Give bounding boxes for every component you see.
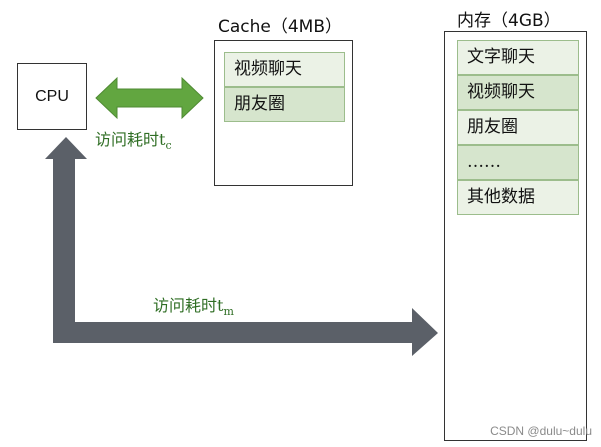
cpu-memory-arrow xyxy=(45,137,438,356)
cpu-cache-arrow xyxy=(95,76,204,120)
cache-access-time-text: 访问耗时t xyxy=(95,130,166,149)
cache-item-video-chat: 视频聊天 xyxy=(224,52,345,87)
memory-access-time-label: 访问耗时tm xyxy=(153,292,234,318)
cpu-label: CPU xyxy=(35,88,69,105)
cache-item-moments: 朋友圈 xyxy=(224,87,345,122)
cache-title: Cache（4MB） xyxy=(218,17,343,37)
cache-access-time-subscript: c xyxy=(165,139,172,152)
cpu-box: CPU xyxy=(17,63,87,130)
cache-access-time-label: 访问耗时tc xyxy=(95,126,172,152)
memory-access-time-subscript: m xyxy=(223,305,234,318)
memory-item-video-chat: 视频聊天 xyxy=(457,75,579,110)
cache-box: 视频聊天 朋友圈 xyxy=(214,40,353,186)
watermark: CSDN @dulu~dulu xyxy=(490,424,592,438)
memory-box: 文字聊天 视频聊天 朋友圈 …… 其他数据 xyxy=(444,31,587,441)
memory-title: 内存（4GB） xyxy=(457,11,561,31)
memory-item-ellipsis: …… xyxy=(457,145,579,180)
memory-item-other-data: 其他数据 xyxy=(457,180,579,215)
memory-item-text-chat: 文字聊天 xyxy=(457,40,579,75)
memory-item-moments: 朋友圈 xyxy=(457,110,579,145)
memory-access-time-text: 访问耗时t xyxy=(153,296,224,315)
